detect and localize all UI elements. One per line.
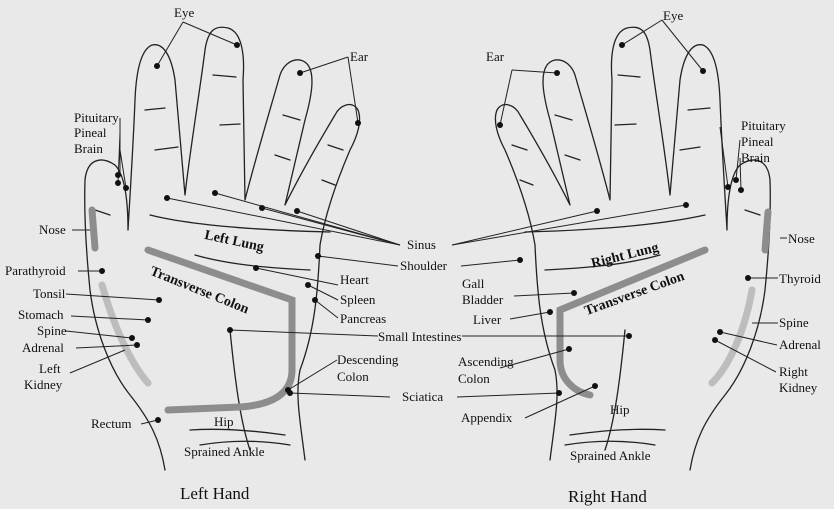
label-sprained-ankle-right: Sprained Ankle [570, 448, 651, 463]
label-stomach: Stomach [18, 307, 64, 322]
label-ascending-colon-2: Colon [458, 371, 490, 386]
label-heart: Heart [340, 272, 369, 287]
label-left-kidney-1: Left [39, 361, 61, 376]
label-adrenal-right: Adrenal [779, 337, 821, 352]
label-nose-right: Nose [788, 231, 815, 246]
label-left-kidney-2: Kidney [24, 377, 63, 392]
label-appendix: Appendix [461, 410, 513, 425]
label-gall-bladder-1: Gall [462, 276, 485, 291]
right-transverse-colon-zone [556, 246, 709, 399]
left-nose-zone [88, 206, 99, 252]
label-parathyroid: Parathyroid [5, 263, 66, 278]
label-tonsil: Tonsil [33, 286, 66, 301]
label-pineal-right: Pineal [741, 134, 774, 149]
label-pineal-left: Pineal [74, 125, 107, 140]
label-pancreas: Pancreas [340, 311, 387, 326]
label-ear-right: Ear [486, 49, 505, 64]
left-hand-outline [84, 26, 361, 471]
label-eye-left: Eye [174, 5, 195, 20]
label-descending-colon-2: Colon [337, 369, 369, 384]
label-hip-right: Hip [610, 402, 630, 417]
label-sprained-ankle-left: Sprained Ankle [184, 444, 265, 459]
label-spine-left: Spine [37, 323, 67, 338]
label-ascending-colon-1: Ascending [458, 354, 514, 369]
label-rectum: Rectum [91, 416, 132, 431]
left-transverse-colon-zone [144, 246, 296, 414]
left-spine-zone [98, 281, 152, 387]
label-adrenal-left: Adrenal [22, 340, 64, 355]
label-hip-left: Hip [214, 414, 234, 429]
label-descending-colon-1: Descending [337, 352, 399, 367]
right-nose-zone [761, 208, 772, 254]
title-right-hand: Right Hand [568, 487, 647, 506]
label-sciatica: Sciatica [402, 389, 444, 404]
label-thyroid: Thyroid [779, 271, 821, 286]
label-sinus: Sinus [407, 237, 436, 252]
label-liver: Liver [473, 312, 502, 327]
label-brain-left: Brain [74, 141, 103, 156]
label-right-kidney-2: Kidney [779, 380, 818, 395]
label-spleen: Spleen [340, 292, 376, 307]
label-shoulder: Shoulder [400, 258, 447, 273]
label-pituitary-left: Pituitary [74, 110, 119, 125]
right-hand-outline [494, 26, 771, 471]
label-nose-left: Nose [39, 222, 66, 237]
label-eye-right: Eye [663, 8, 684, 23]
label-brain-right: Brain [741, 150, 770, 165]
label-gall-bladder-2: Bladder [462, 292, 504, 307]
label-ear-left: Ear [350, 49, 369, 64]
right-spine-zone [708, 286, 756, 387]
label-spine-right: Spine [779, 315, 809, 330]
title-left-hand: Left Hand [180, 484, 250, 503]
label-right-kidney-1: Right [779, 364, 808, 379]
label-small-intestines: Small Intestines [378, 329, 462, 344]
label-pituitary-right: Pituitary [741, 118, 786, 133]
